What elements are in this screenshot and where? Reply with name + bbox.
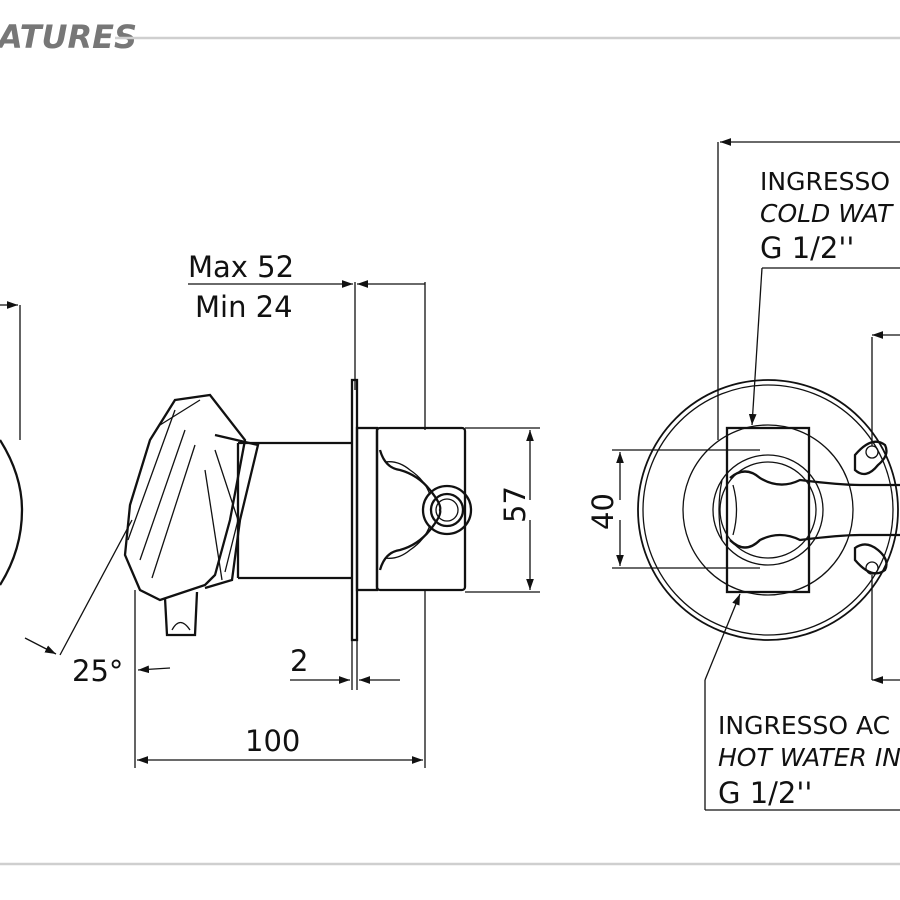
front-view xyxy=(637,331,900,684)
dim-max-min: Max 52 Min 24 xyxy=(188,250,426,430)
hot-inlet-callout: INGRESSO AC HOT WATER IN G 1/2'' xyxy=(704,593,900,811)
dim-57-label: 57 xyxy=(498,486,532,523)
dim-100: 100 xyxy=(134,590,426,768)
left-partial-view xyxy=(0,301,24,586)
hot-inlet-size: G 1/2'' xyxy=(718,776,812,810)
dim-25-angle: 25° xyxy=(24,519,171,688)
cold-inlet-callout: INGRESSO COLD WAT G 1/2'' xyxy=(748,167,900,426)
dim-40: 40 xyxy=(586,449,760,569)
section-title: ATURES xyxy=(0,18,137,56)
cold-inlet-en: COLD WAT xyxy=(760,199,894,228)
dim-max-label: Max 52 xyxy=(188,250,294,284)
dim-front-width xyxy=(717,138,900,440)
dim-25-label: 25° xyxy=(72,654,123,688)
spacer xyxy=(355,426,379,592)
dim-2: 2 xyxy=(290,640,400,690)
dim-40-label: 40 xyxy=(586,493,620,530)
lever-handle xyxy=(123,393,260,637)
side-view xyxy=(123,378,473,642)
dim-min-label: Min 24 xyxy=(195,290,293,324)
cold-inlet-it: INGRESSO xyxy=(760,167,890,196)
dim-57: 57 xyxy=(465,427,540,593)
valve-body xyxy=(236,441,352,580)
rear-valve-block xyxy=(375,426,473,592)
dim-100-label: 100 xyxy=(245,724,300,758)
dim-2-label: 2 xyxy=(290,644,308,678)
cold-inlet-size: G 1/2'' xyxy=(760,231,854,265)
hot-inlet-it: INGRESSO AC xyxy=(718,711,890,740)
hot-inlet-en: HOT WATER IN xyxy=(718,743,900,772)
